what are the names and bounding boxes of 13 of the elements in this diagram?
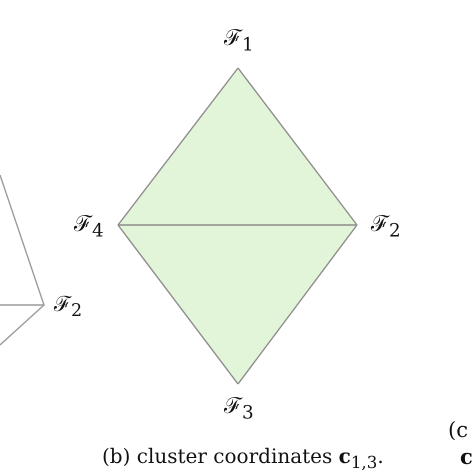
- caption: (b) cluster coordinates c$_{1,3}$.: [102, 446, 384, 472]
- vertex-label: ℱ$_{2}$: [371, 214, 401, 241]
- edge-line: [237, 224, 358, 384]
- vertex-label: ℱ$_{4}$: [74, 214, 104, 241]
- text-label: c: [460, 446, 473, 467]
- edge-line: [118, 224, 357, 226]
- vertex-label: ℱ$_{1}$: [224, 28, 254, 55]
- text-label: ℱ$_{2}$: [54, 294, 82, 321]
- vertex-label: ℱ$_{3}$: [224, 396, 254, 423]
- edge-line: [237, 68, 358, 226]
- text-label: (c: [448, 420, 468, 441]
- edge-line: [117, 224, 239, 384]
- edge-line: [117, 68, 239, 226]
